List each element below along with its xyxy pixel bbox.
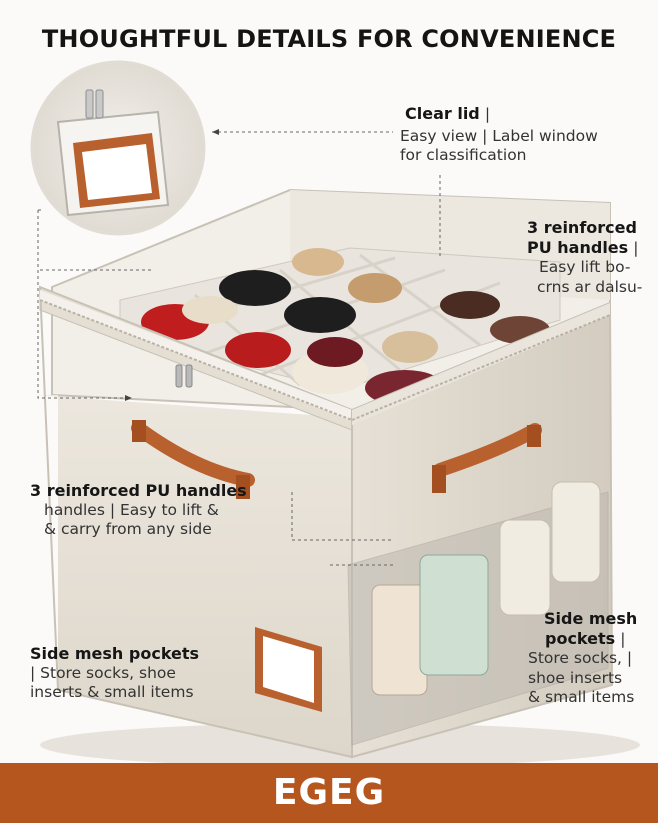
label-window-icon <box>255 627 322 712</box>
callout-left-mesh: Side mesh pockets | Store socks, shoe in… <box>30 644 200 702</box>
callout-top-handles: 3 reinforced PU handles | Easy lift bo- … <box>527 218 643 296</box>
zipper-pull-icon <box>175 364 193 388</box>
brand-bar <box>0 763 658 823</box>
leader-lines <box>37 131 441 566</box>
callout-clear-lid: Clear lid | <box>405 104 491 123</box>
callout-clear-lid-body: Easy view | Label window for classificat… <box>400 127 598 165</box>
callout-right-mesh: Side mesh pockets | Store socks, | shoe … <box>528 609 638 707</box>
page-headline: THOUGHTFUL DETAILS FOR CONVENIENCE <box>41 25 617 53</box>
callout-left-handles: 3 reinforced PU handles handles | Easy t… <box>30 481 247 539</box>
handle-icon <box>131 420 255 499</box>
brand-logo: EGEG <box>272 772 386 813</box>
callout-title: Clear lid <box>405 104 480 123</box>
socks <box>371 481 601 696</box>
